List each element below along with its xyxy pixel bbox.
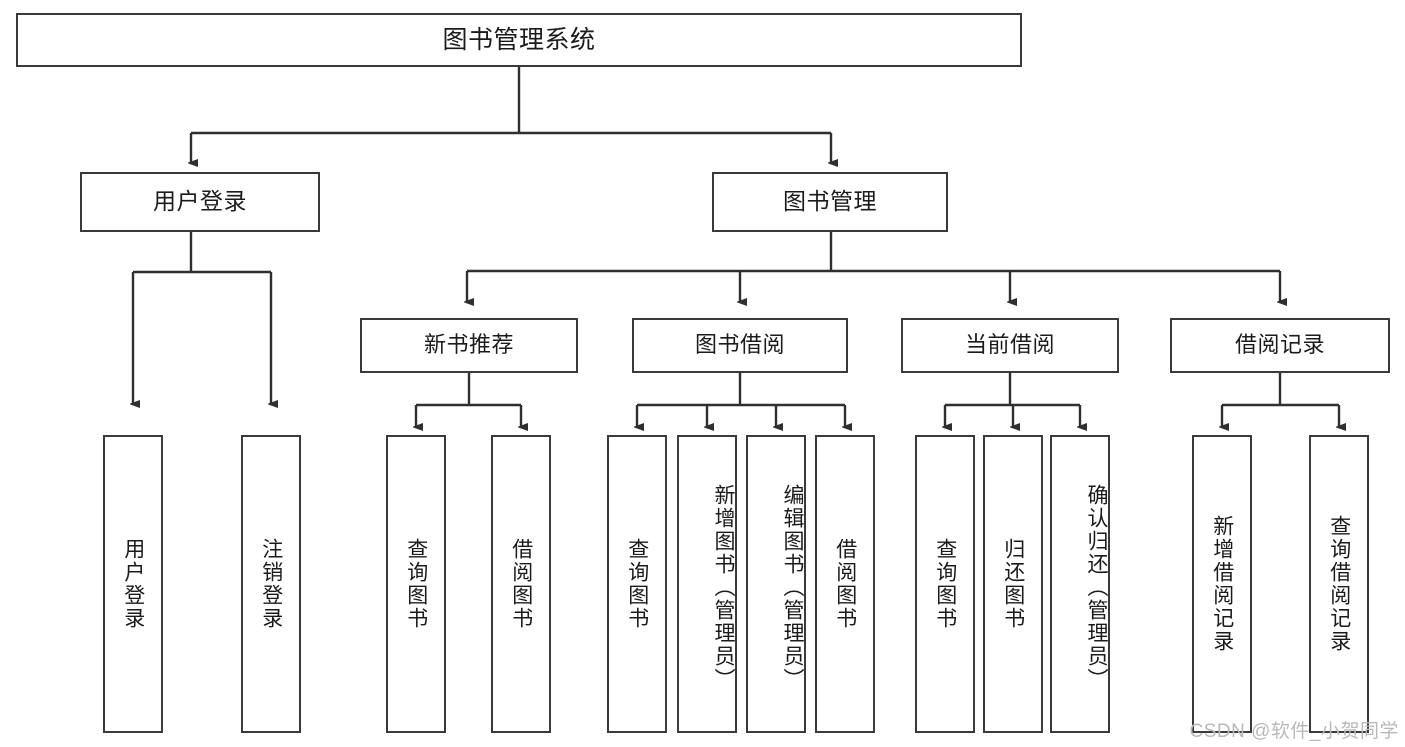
- node-label: 用户登录: [153, 188, 247, 215]
- node-new-book-recommend[interactable]: 新书推荐: [360, 318, 578, 373]
- node-leaf-edit-book-admin[interactable]: 编辑图书（管理员）: [746, 435, 806, 733]
- node-book-borrow[interactable]: 图书借阅: [632, 318, 848, 373]
- node-leaf-query-borrow-record[interactable]: 查询借阅记录: [1309, 435, 1369, 733]
- node-leaf-query-book-recommend[interactable]: 查询图书: [386, 435, 446, 733]
- node-leaf-confirm-return-admin[interactable]: 确认归还（管理员）: [1050, 435, 1110, 733]
- node-label: 查询借阅记录: [1327, 515, 1351, 653]
- node-leaf-borrow-book-recommend[interactable]: 借阅图书: [491, 435, 551, 733]
- node-label: 借阅图书: [509, 538, 533, 630]
- node-label: 新增借阅记录: [1210, 515, 1234, 653]
- node-label: 查询图书: [404, 538, 428, 630]
- node-label: 用户登录: [121, 538, 145, 630]
- watermark-text: CSDN @软件_小贺同学: [1189, 721, 1399, 742]
- node-leaf-query-book-borrow[interactable]: 查询图书: [607, 435, 667, 733]
- node-label: 注销登录: [259, 538, 283, 630]
- node-label: 借阅记录: [1234, 332, 1325, 358]
- node-label: 确认归还（管理员）: [1085, 483, 1108, 691]
- node-leaf-logout-login[interactable]: 注销登录: [241, 435, 301, 733]
- node-leaf-user-login[interactable]: 用户登录: [103, 435, 163, 733]
- node-book-management[interactable]: 图书管理: [712, 172, 948, 232]
- node-borrow-record[interactable]: 借阅记录: [1170, 318, 1390, 373]
- node-leaf-return-book[interactable]: 归还图书: [983, 435, 1043, 733]
- node-leaf-query-book-current[interactable]: 查询图书: [915, 435, 975, 733]
- node-leaf-add-book-admin[interactable]: 新增图书（管理员）: [677, 435, 737, 733]
- node-label: 图书管理: [783, 188, 877, 215]
- node-label: 图书借阅: [694, 332, 785, 358]
- node-current-borrow[interactable]: 当前借阅: [901, 318, 1119, 373]
- node-label: 查询图书: [625, 538, 649, 630]
- node-label: 新书推荐: [423, 332, 514, 358]
- node-book-management-system[interactable]: 图书管理系统: [16, 13, 1022, 67]
- node-label: 借阅图书: [833, 538, 857, 630]
- node-label: 归还图书: [1001, 538, 1025, 630]
- node-label: 当前借阅: [964, 332, 1055, 358]
- node-user-login[interactable]: 用户登录: [80, 172, 320, 232]
- node-label: 查询图书: [933, 538, 957, 630]
- node-label: 图书管理系统: [442, 26, 596, 54]
- node-leaf-borrow-book-borrow[interactable]: 借阅图书: [815, 435, 875, 733]
- node-label: 新增图书（管理员）: [712, 483, 735, 691]
- node-label: 编辑图书（管理员）: [781, 483, 804, 691]
- node-leaf-add-borrow-record[interactable]: 新增借阅记录: [1192, 435, 1252, 733]
